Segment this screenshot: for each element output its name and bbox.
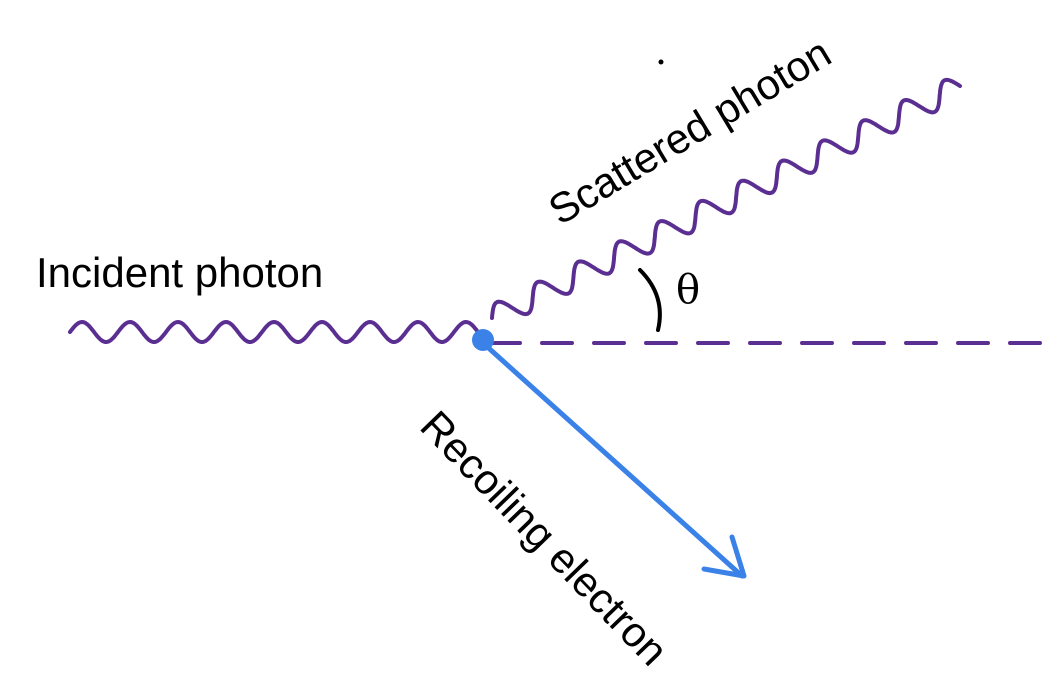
angle-arc [638, 268, 662, 332]
stray-dot [658, 59, 664, 65]
recoiling-electron-label: Recoiling electron [412, 402, 678, 675]
scattered-photon-wave [490, 77, 962, 320]
recoiling-electron-arrowhead [701, 534, 747, 579]
electron-dot [472, 329, 494, 351]
scattered-photon-label: Scattered photon [540, 29, 838, 234]
recoiling-electron-arrow [480, 340, 745, 579]
incident-photon-label: Incident photon [36, 249, 323, 296]
angle-theta-label: θ [676, 267, 700, 313]
incident-photon-wave [68, 320, 480, 344]
